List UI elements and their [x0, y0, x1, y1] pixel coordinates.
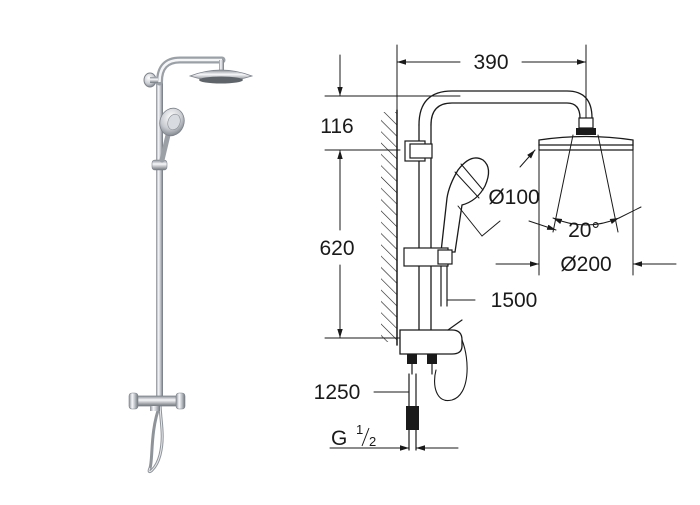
dimension-diameter-100: Ø100	[488, 186, 539, 209]
thread-label: G 1 2	[331, 422, 376, 450]
overhead-head-outline	[538, 135, 634, 146]
dimension-116: 116	[320, 115, 353, 138]
dimension-1500: 1500	[491, 289, 538, 312]
thread-numerator: 1	[356, 422, 363, 437]
dimension-angle-20: 20°	[568, 219, 600, 242]
dimension-1250: 1250	[314, 381, 361, 404]
riser-pipe	[156, 80, 163, 400]
wall-hatching	[381, 112, 397, 342]
thermostat-mixer	[132, 395, 182, 407]
dimension-620: 620	[319, 237, 354, 260]
product-photo	[128, 56, 254, 473]
hand-shower-outline	[440, 157, 490, 253]
thread-denominator: 2	[369, 434, 376, 449]
dimension-diameter-200: Ø200	[560, 253, 611, 276]
dimension-390: 390	[473, 51, 508, 74]
hand-shower-handle	[159, 132, 171, 163]
hose-loop	[434, 339, 468, 402]
thermostat-outline	[399, 329, 463, 355]
shower-arm-outline	[418, 90, 593, 126]
thread-prefix: G	[331, 427, 347, 450]
technical-drawing	[324, 44, 677, 451]
slide-holder	[151, 159, 168, 171]
